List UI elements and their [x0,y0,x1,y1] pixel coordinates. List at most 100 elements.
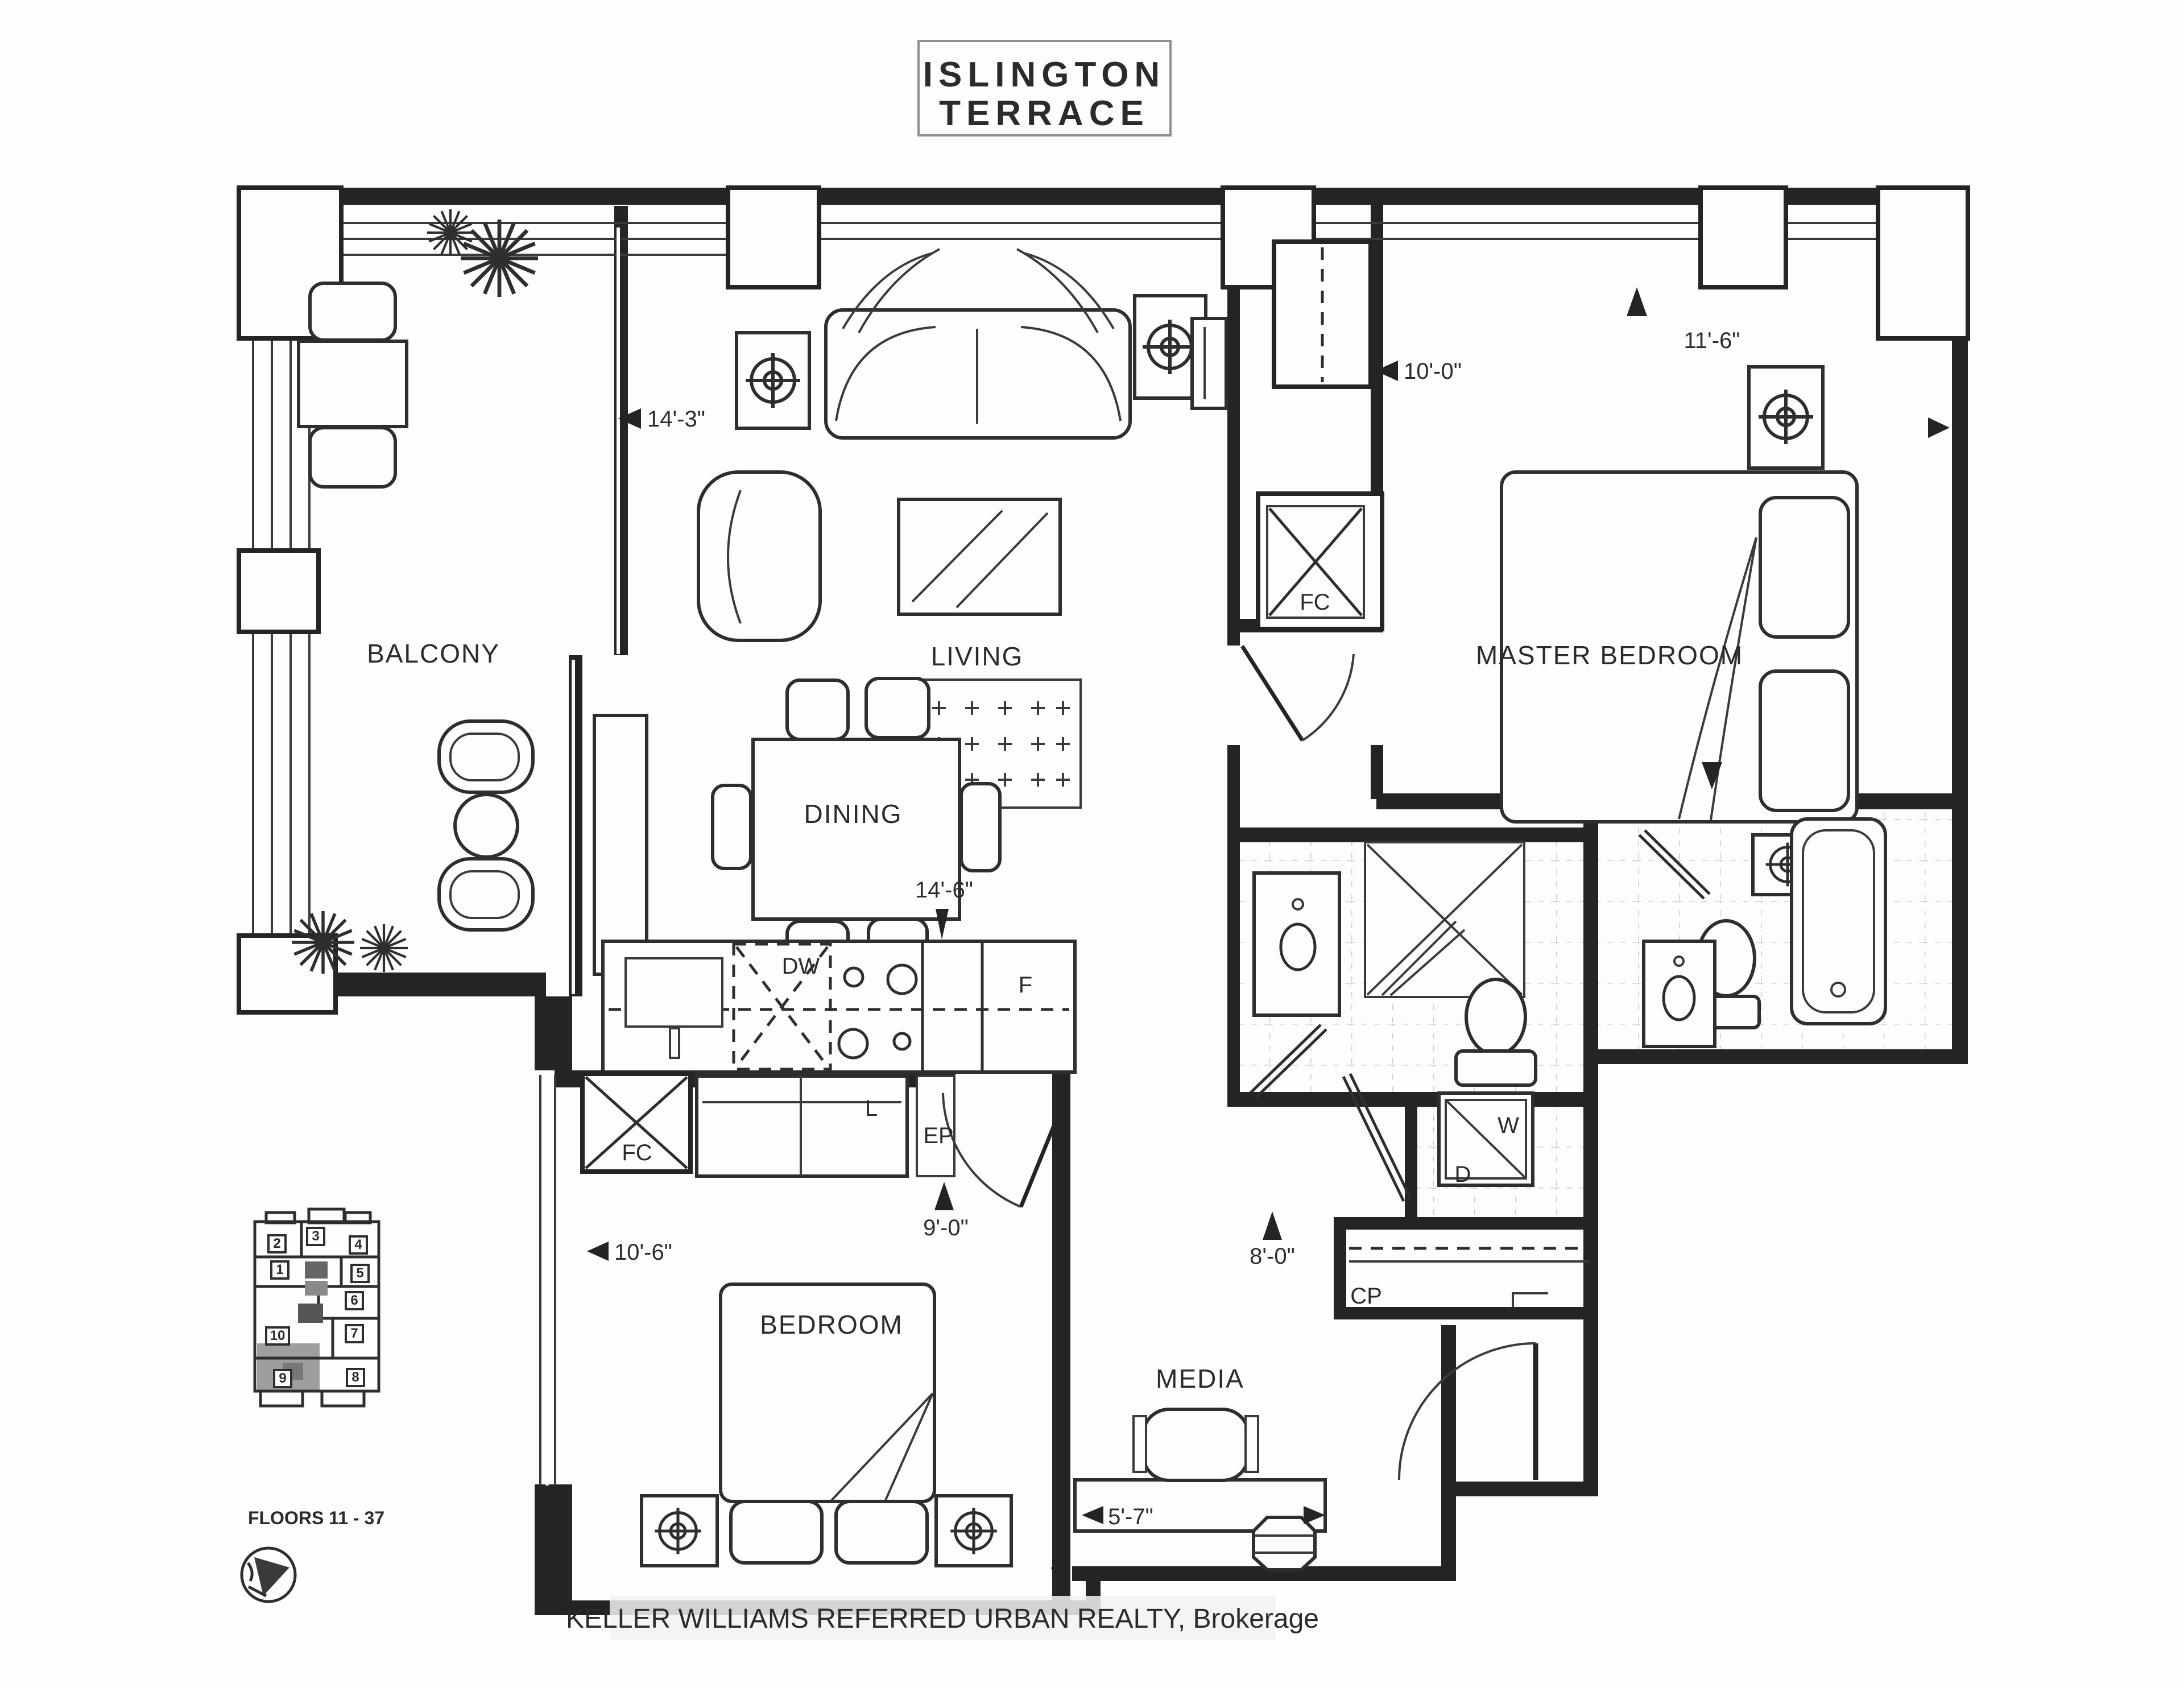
north-arrow-icon [240,1546,297,1603]
dimension-arrow [1082,1506,1103,1524]
label-electrical-panel: EP [923,1123,953,1148]
burner-icon [892,1032,912,1051]
balcony-chair [308,282,397,342]
keyplan-unit-number: 2 [273,1236,280,1251]
dining-chair [711,784,752,870]
tv-console [1190,317,1228,410]
dimension-arrow [1304,1506,1325,1524]
keyplan-unit-number: 10 [270,1328,286,1343]
balcony-round-table [453,793,519,859]
dimension-arrow [1051,1567,1067,1592]
balcony-table [297,340,408,428]
dimension-labels: 14'-3" 10'-0" 11'-6" 14'-6" 9'-0" 10'-6"… [614,328,1740,1529]
balcony-furniture [292,209,538,974]
toilet-tank [1454,1049,1537,1087]
laundry-closet [1342,1073,1534,1202]
burner-icon [837,1028,869,1060]
desk-chair [1141,1408,1250,1482]
dining-chair [785,678,850,741]
title-block: ISLINGTON TERRACE [917,40,1172,136]
dim-media-width: 5'-7" [1108,1504,1153,1529]
dimension-arrows [587,287,1950,1592]
door-swing-arc [942,1093,1021,1208]
dining-table [751,738,961,921]
label-fan-coil-hall: FC [1300,590,1330,615]
title-border [917,40,1172,136]
dining-furniture [593,677,1002,980]
keyplan-unit-number: 8 [351,1370,359,1385]
main-bathroom [1638,817,1887,1048]
keyplan-unit-number: 4 [354,1237,362,1252]
dim-kitchen-width: 14'-6" [915,878,973,903]
armchair [697,470,822,642]
label-linen-closet: L [865,1096,878,1121]
dimension-arrow [1928,417,1950,438]
curtain [1016,248,1115,333]
curtain [842,248,940,333]
burner-icon [886,963,918,995]
balcony-chair [308,426,397,489]
interior-doors [942,645,1355,1208]
structural-columns [237,185,1970,1015]
dishwasher-box [732,942,832,1071]
pillow [834,1500,929,1565]
label-dishwasher: DW [782,954,820,979]
dimension-arrow [618,408,641,429]
keyplan-unit-number: 6 [350,1293,358,1308]
plant-icon [292,911,354,974]
entry-door [1398,1342,1538,1480]
toilet-icon [1465,978,1527,1056]
burner-icon [843,966,864,988]
door-swing-arc [1301,653,1355,742]
coffee-table [897,498,1062,616]
vanity [1642,940,1716,1048]
pillow [1759,669,1850,812]
bedroom-furniture [580,1071,1013,1567]
room-label-media: MEDIA [1156,1364,1244,1393]
door-leaf [1638,829,1711,900]
media-furniture [1073,1408,1327,1571]
label-fan-coil-bedroom: FC [622,1140,652,1165]
room-label-bedroom: BEDROOM [760,1310,903,1339]
dining-chair [959,782,1002,872]
coat-closet [1349,1247,1590,1307]
room-label-balcony: BALCONY [367,639,500,668]
label-fridge: F [1019,973,1032,998]
room-label-living: LIVING [931,642,1024,671]
keyplan-unit-number: 7 [350,1326,358,1341]
pillow [1759,496,1850,639]
room-label-master-bedroom: MASTER BEDROOM [1476,640,1743,670]
dining-chair [864,677,930,739]
project-name-line2: TERRACE [939,94,1149,133]
blanket-fold [830,1392,934,1502]
keyplan: 1 2 3 4 5 6 7 8 9 10 FLOORS 11 - 37 [248,1207,384,1528]
dimension-arrow [1627,287,1647,316]
door-leaf [1342,1073,1412,1202]
sink-icon [1662,975,1696,1021]
door-leaf [1249,1024,1327,1099]
dim-living-width: 14'-3" [647,407,705,432]
dimension-arrow [1263,1211,1282,1240]
kitchen [601,940,1077,1074]
dim-master-width: 11'-6" [1684,328,1740,353]
balcony-railing [252,338,311,936]
room-label-dining: DINING [804,799,903,829]
room-labels: BALCONY LIVING DINING MASTER BEDROOM BED… [367,639,1743,1393]
keyplan-unit-number: 3 [312,1228,319,1244]
watermark: KELLER WILLIAMS REFERRED URBAN REALTY, B… [566,1596,1319,1640]
sink-icon [1279,922,1317,971]
blanket-fold [1678,537,1757,821]
plant-icon [427,209,474,256]
keyplan-core [305,1261,328,1279]
dim-bedroom-depth: 9'-0" [923,1215,969,1240]
dimension-arrow [1375,361,1398,381]
dimension-arrow [1702,762,1722,789]
watermark-band [610,1596,1275,1640]
keyplan-unit-number: 5 [356,1265,363,1281]
hall-closets [1256,239,1384,631]
dimension-arrow [587,1242,609,1261]
door-swing-arc [1398,1342,1536,1480]
plant-icon [461,220,538,297]
dim-hall-width: 10'-0" [1404,359,1462,384]
